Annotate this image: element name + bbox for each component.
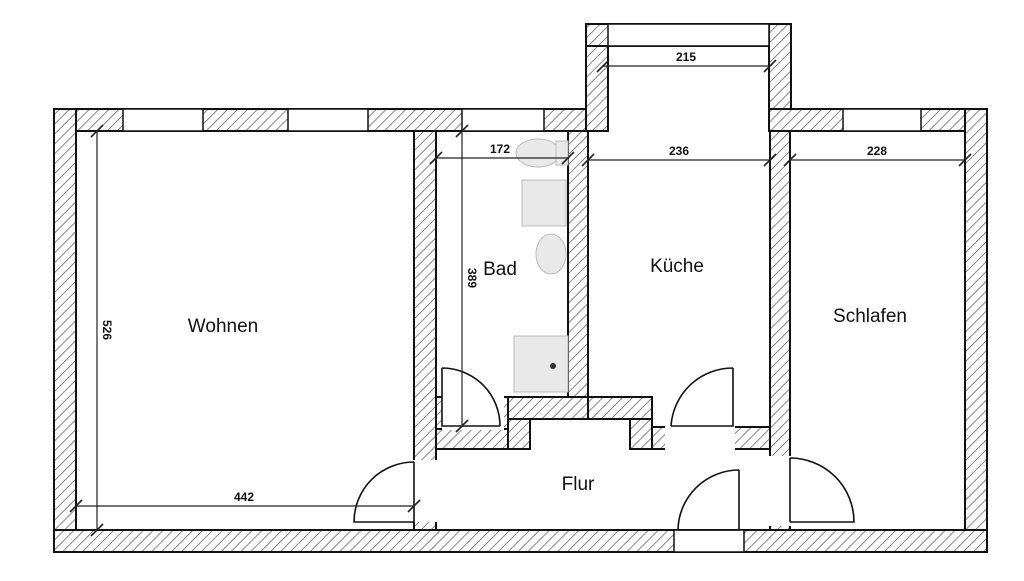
dim-kueche-alcove-width: 215 bbox=[676, 50, 696, 64]
room-label-schlafen: Schlafen bbox=[833, 306, 907, 327]
toilet-icon bbox=[515, 138, 561, 168]
dim-schlafen-width: 228 bbox=[867, 144, 887, 158]
door-schlafen bbox=[789, 457, 855, 523]
door-wohnen bbox=[353, 461, 415, 523]
bathroom-fixtures bbox=[513, 138, 569, 393]
dim-bad-height: 389 bbox=[465, 268, 479, 288]
door-kueche bbox=[670, 367, 734, 427]
sink-icon bbox=[535, 233, 567, 275]
dim-kueche-width: 236 bbox=[669, 144, 689, 158]
door-bad bbox=[441, 367, 501, 427]
dimension-labels: 526 442 172 389 236 215 228 bbox=[100, 50, 887, 504]
flur-entry-gap bbox=[673, 529, 745, 553]
windows bbox=[122, 23, 922, 553]
cabinet-icon bbox=[521, 179, 567, 227]
window-wohnen-right bbox=[287, 108, 369, 132]
door-flur-entry bbox=[677, 469, 740, 531]
dim-wohnen-width: 442 bbox=[234, 490, 254, 504]
window-schlafen bbox=[842, 108, 922, 132]
outer-walls bbox=[53, 23, 988, 553]
room-label-flur: Flur bbox=[562, 474, 595, 495]
room-label-kueche: Küche bbox=[650, 256, 704, 277]
shower-icon bbox=[513, 335, 569, 393]
window-bad bbox=[461, 108, 545, 132]
window-kueche bbox=[607, 23, 770, 47]
room-label-bad: Bad bbox=[483, 259, 517, 280]
dim-wohnen-height: 526 bbox=[100, 320, 114, 340]
room-label-wohnen: Wohnen bbox=[188, 316, 258, 337]
doors bbox=[353, 367, 855, 531]
dimension-lines bbox=[69, 59, 972, 537]
room-labels: Wohnen Bad Küche Schlafen Flur bbox=[188, 256, 907, 495]
dim-bad-width: 172 bbox=[490, 142, 510, 156]
window-wohnen-left bbox=[122, 108, 204, 132]
